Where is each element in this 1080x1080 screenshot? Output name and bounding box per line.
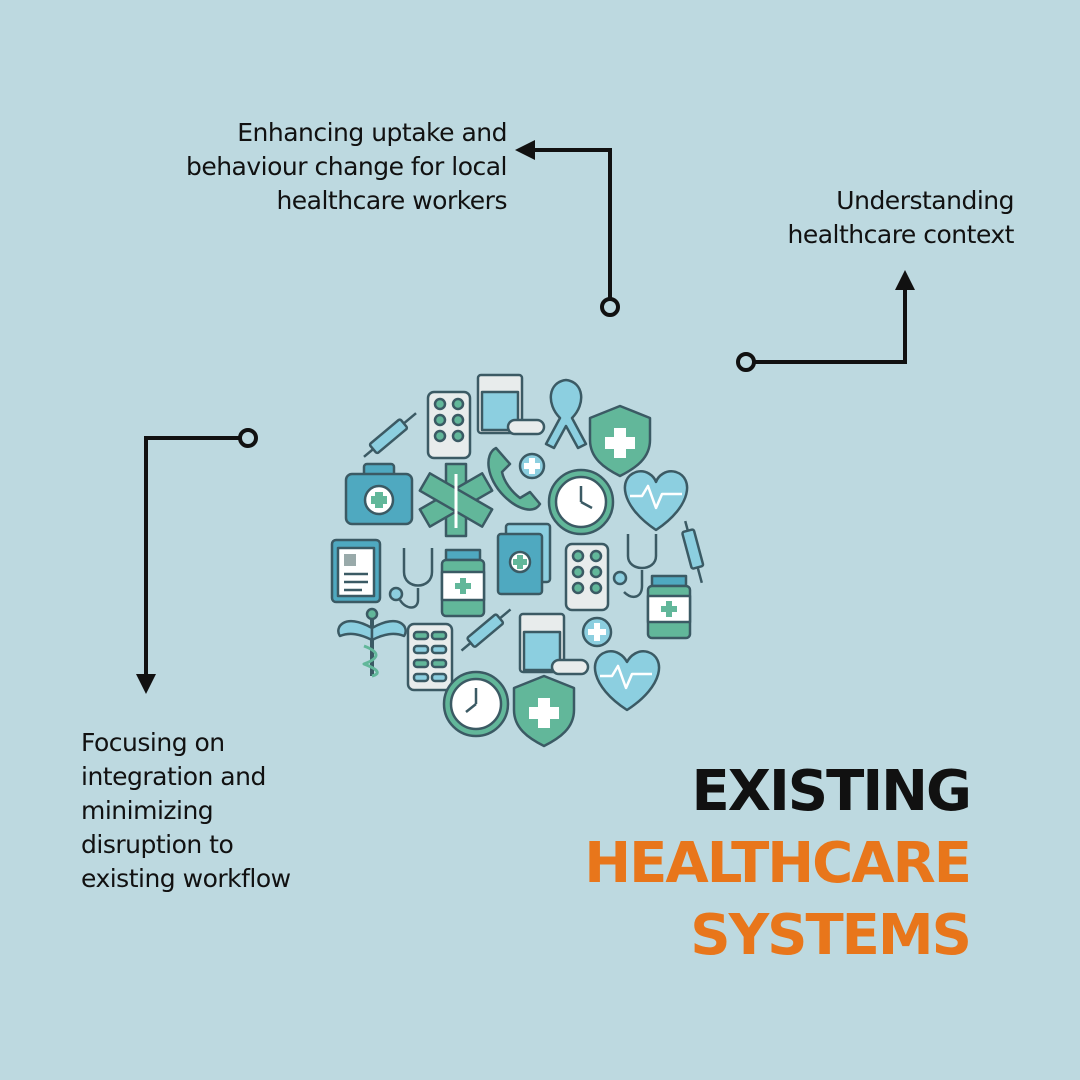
connector-top (515, 140, 620, 317)
medical-kit-icon (344, 462, 414, 526)
heart-icon-2 (593, 650, 661, 712)
clock-icon-2 (442, 670, 510, 738)
syringe-icon-2 (681, 520, 705, 584)
medicine-bottle-icon (440, 548, 486, 618)
title-line-1: EXISTING (691, 759, 972, 824)
phone-icon (487, 446, 546, 511)
stethoscope-icon-2 (612, 534, 658, 599)
label-integration-workflow: Focusing on integration and minimizing d… (81, 728, 291, 893)
medical-icon-cluster (330, 373, 705, 748)
title-line-3: SYSTEMS (690, 903, 972, 968)
caduceus-icon (337, 607, 407, 678)
heart-icon (623, 470, 689, 532)
label-uptake-behaviour-change: Enhancing uptake and behaviour change fo… (185, 118, 508, 215)
title-line-2: HEALTHCARE (584, 831, 972, 896)
pill-pack-icon-2 (564, 542, 610, 612)
clock-icon (547, 468, 615, 536)
pill-pack-icon (426, 390, 472, 460)
connector-right (736, 270, 915, 372)
shield-icon (588, 404, 652, 478)
page-title: EXISTING HEALTHCARE SYSTEMS (584, 756, 972, 972)
medicine-bottle-icon-2 (646, 574, 692, 640)
syringe-icon-3 (460, 608, 512, 652)
pill-pack-icon-3 (406, 622, 454, 692)
syringe-icon (363, 412, 417, 458)
shield-icon-2 (512, 674, 576, 748)
label-healthcare-context: Understanding healthcare context (787, 186, 1015, 249)
awareness-ribbon-icon (544, 378, 588, 450)
medicine-cup-icon (476, 373, 546, 436)
connector-left (136, 428, 258, 694)
clipboard-icon (330, 538, 382, 604)
medical-folder-icon (496, 522, 552, 596)
star-of-life-icon (418, 462, 494, 538)
stethoscope-icon (388, 548, 434, 609)
medicine-cup-icon-2 (518, 612, 590, 676)
plus-circle-icon (581, 616, 613, 648)
